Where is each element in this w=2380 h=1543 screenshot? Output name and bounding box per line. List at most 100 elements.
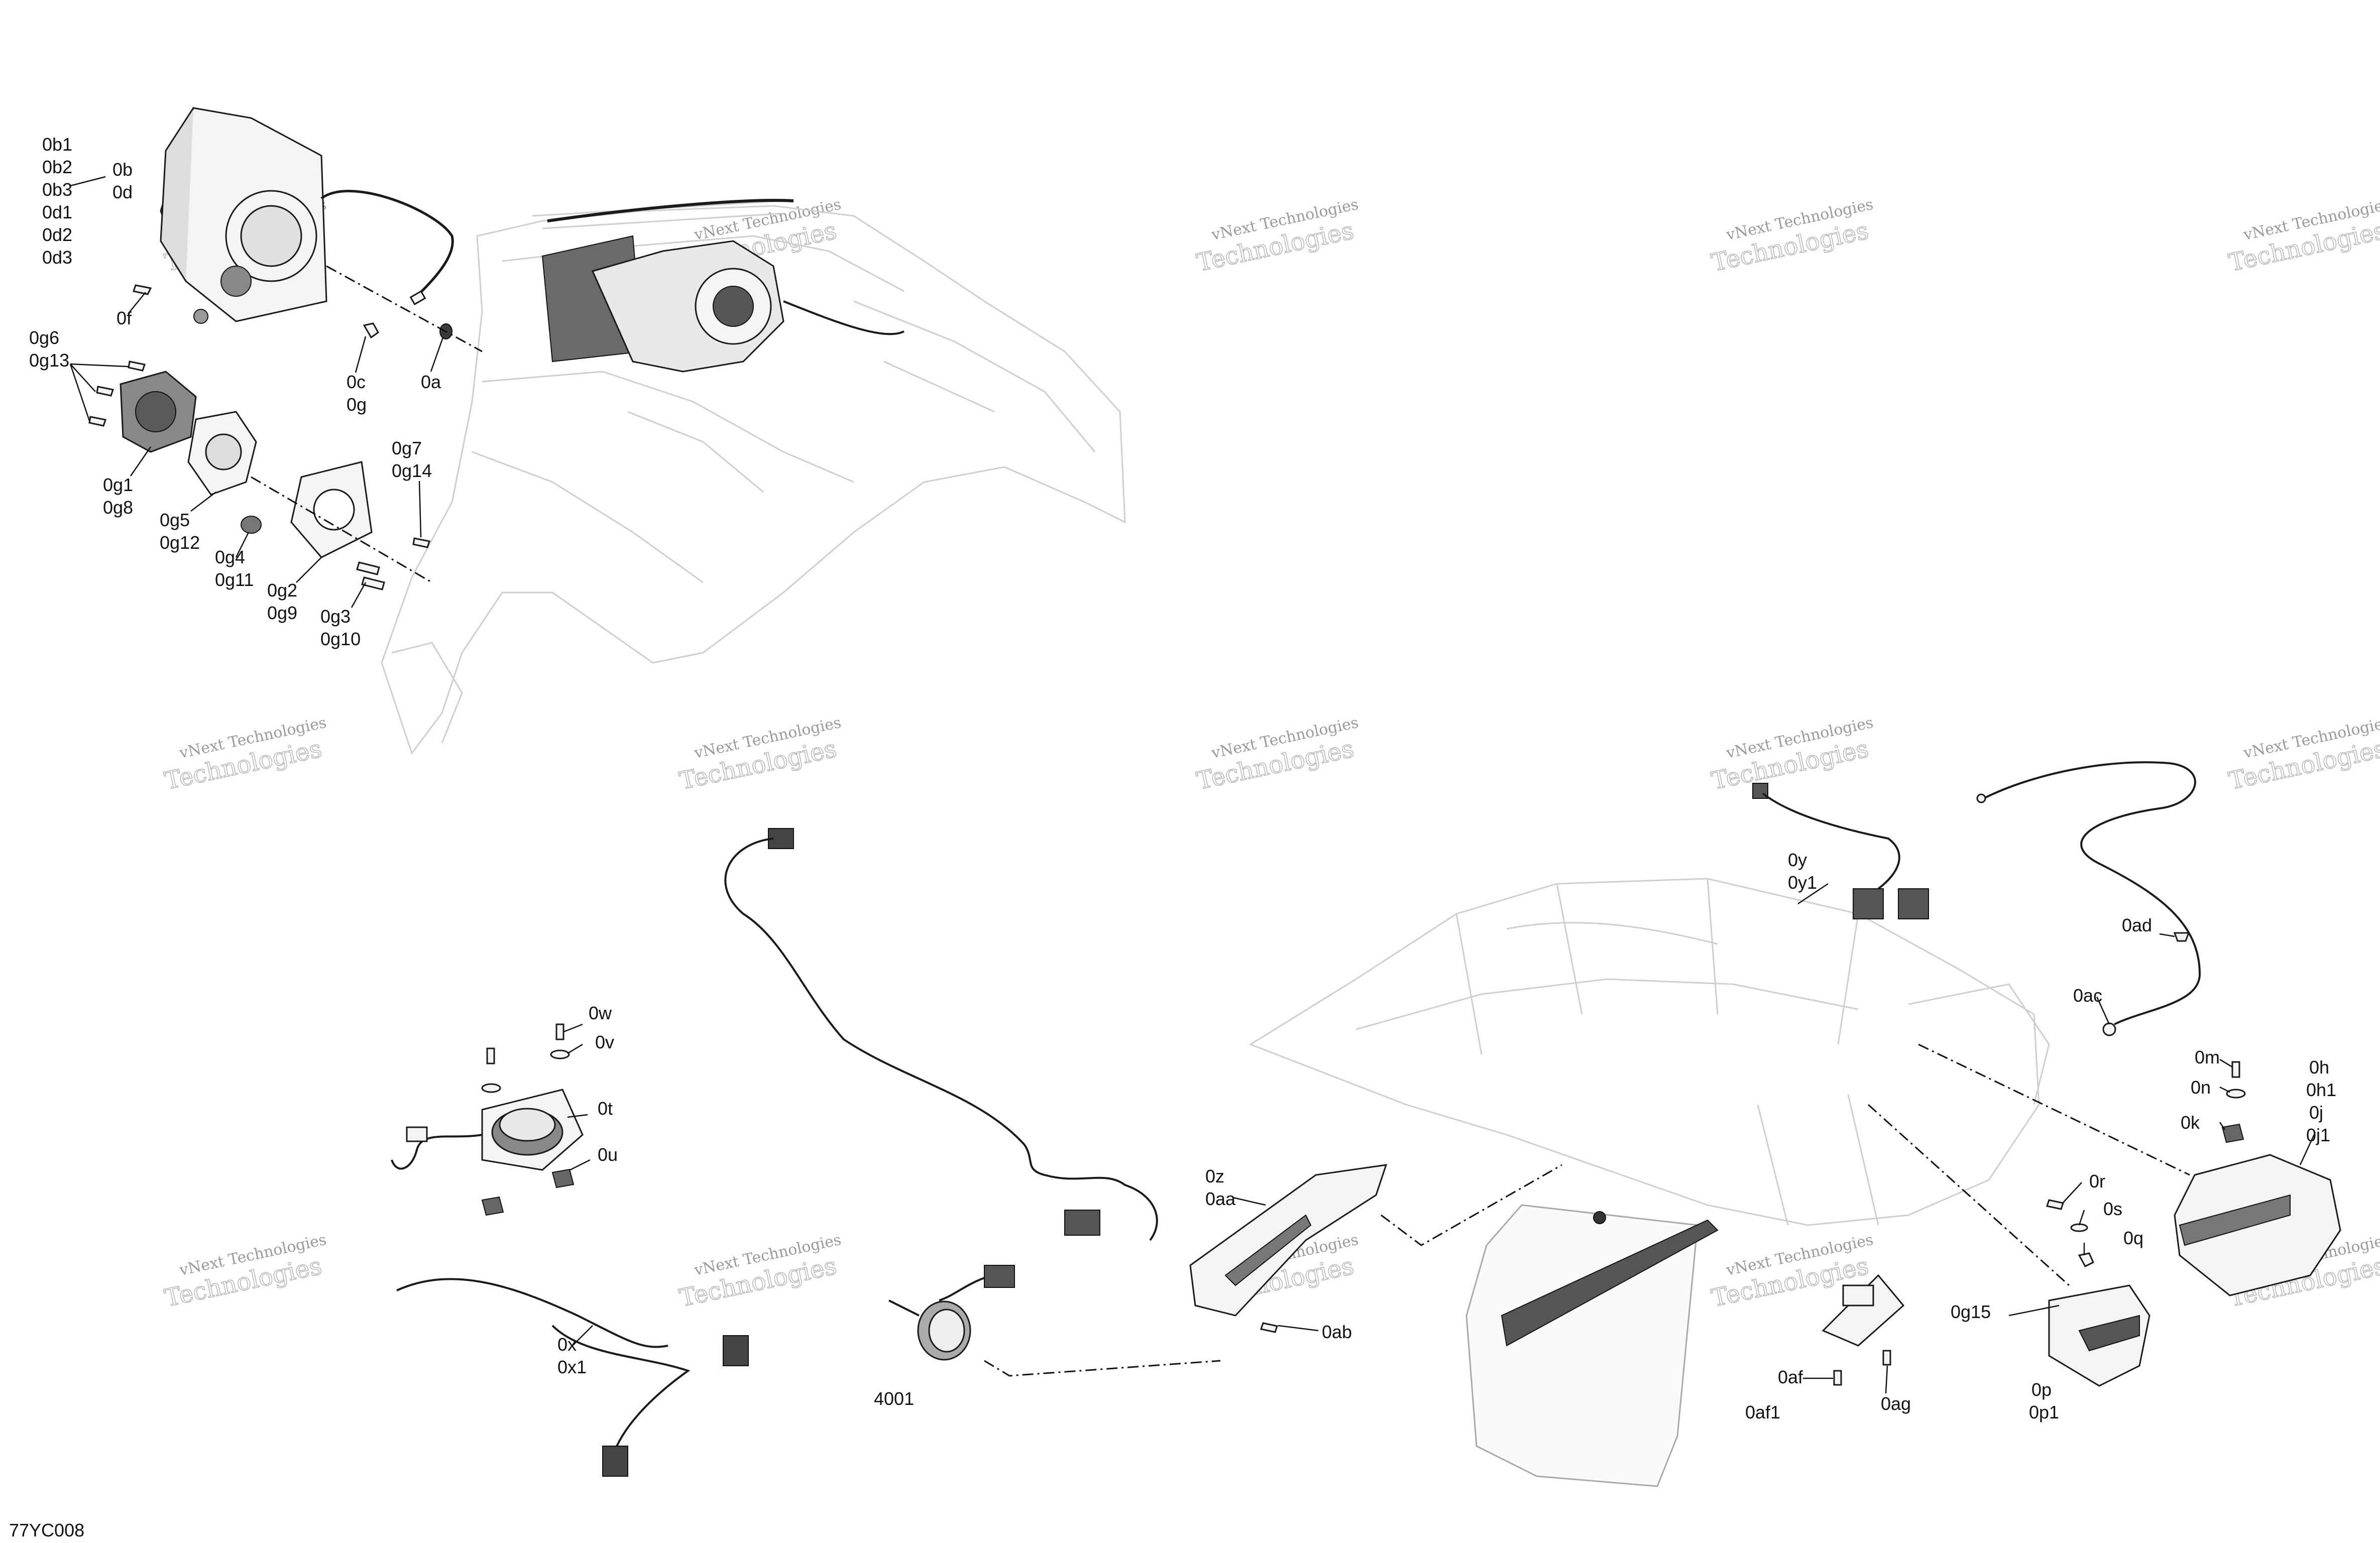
wiring-harness [396,1278,749,1477]
callout-label: 0g5 [160,510,190,530]
callout-label: 0p1 [2029,1402,2059,1422]
callout-label: 0af1 [1745,1402,1780,1422]
callout-label: 0af [1778,1367,1803,1387]
callout-label: 0d2 [42,224,72,245]
callout-label: 0x1 [557,1357,587,1377]
screw [1833,1370,1842,1386]
callout-label: 0n [2191,1077,2211,1098]
screw [486,1047,495,1064]
screw [2231,1061,2240,1078]
assembly-line [984,1360,1221,1377]
callout-label: 0h1 [2306,1080,2336,1100]
assembly-line [326,265,483,352]
callout-label: 0q [2123,1228,2143,1248]
sensor-cable [724,828,1158,1301]
leader-lines [69,176,2316,1394]
fog-lamp-housing [120,371,197,453]
screw [96,386,114,397]
assembly-line [251,476,432,583]
washer [2226,1089,2246,1099]
callout-label: 0f [117,308,132,328]
callout-labels: 0b1 0b2 0b3 0d1 0d2 0d3 0b 0d 0f 0c 0g 0… [29,134,2336,1422]
callout-label: 0a [421,372,441,392]
callout-label: 0g2 [267,580,297,601]
callout-label: 0z [1205,1166,1224,1186]
callout-label: 0g9 [267,603,297,623]
speed-sensor [888,1299,971,1361]
adjuster-screw [356,561,380,575]
screw [1260,1322,1278,1333]
screw [412,537,430,548]
callout-label: 0j1 [2306,1125,2330,1145]
license-light [2048,1284,2150,1387]
reflector-bracket [1822,1274,1905,1347]
callout-label: 0d [112,182,133,202]
callout-label: 0g6 [29,327,59,348]
callout-label: 0aa [1205,1189,1236,1209]
callout-label: 0y1 [1788,872,1817,893]
rear-harness [1752,783,1929,919]
callout-label: 0x [557,1334,577,1355]
callout-label: 0y [1788,850,1807,870]
screw [2046,1199,2064,1210]
speed-nut [551,1168,575,1189]
diagram-reference-code: 77YC008 [9,1520,84,1540]
screw [133,284,152,295]
callout-label: 0m [2195,1047,2220,1067]
assembly-line [1867,1104,2070,1286]
taillight [2174,1154,2341,1296]
callout-label: 0d3 [42,247,72,268]
clip [2078,1252,2094,1267]
callout-label: 0g7 [392,438,422,458]
callout-label: 0g3 [320,606,351,627]
front-frame-drawing [381,199,1126,755]
screw [128,361,146,372]
screw [88,416,106,427]
callout-label: 4001 [874,1388,914,1409]
ground-cable [1976,761,2201,1036]
nut [241,516,262,534]
callout-label: 0h [2309,1057,2329,1078]
callout-label: 0c [347,372,366,392]
fog-lamp-bracket [290,461,373,558]
callout-label: 0p [2031,1379,2052,1400]
callout-label: 0ag [1881,1393,1911,1414]
screw [1882,1350,1891,1366]
callout-label: 0j [2309,1102,2323,1123]
callout-label: 0g8 [103,497,133,518]
clip [363,322,379,339]
callout-label: 0g11 [215,569,254,590]
washer [481,1083,501,1093]
callout-label: 0g15 [1951,1301,1991,1322]
callout-label: 0b2 [42,157,72,177]
headlight-assembly [160,107,454,324]
callout-label: 0ac [2073,985,2102,1006]
callout-label: 0g14 [392,460,432,481]
speed-nut [481,1196,504,1216]
callout-label: 0g [347,394,367,415]
callout-label: 0g10 [320,629,361,649]
horn-buzzer [391,1089,584,1171]
callout-label: 0g1 [103,474,133,495]
callout-label: 0w [589,1003,612,1023]
screw [555,1023,564,1040]
callout-label: 0r [2089,1171,2105,1192]
callout-label: 0v [595,1032,614,1052]
callout-label: 0k [2181,1112,2200,1133]
callout-label: 0b1 [42,134,72,155]
washer [550,1049,570,1059]
washer [2070,1223,2088,1232]
callout-label: 0t [598,1098,613,1119]
callout-label: 0b [112,159,133,180]
